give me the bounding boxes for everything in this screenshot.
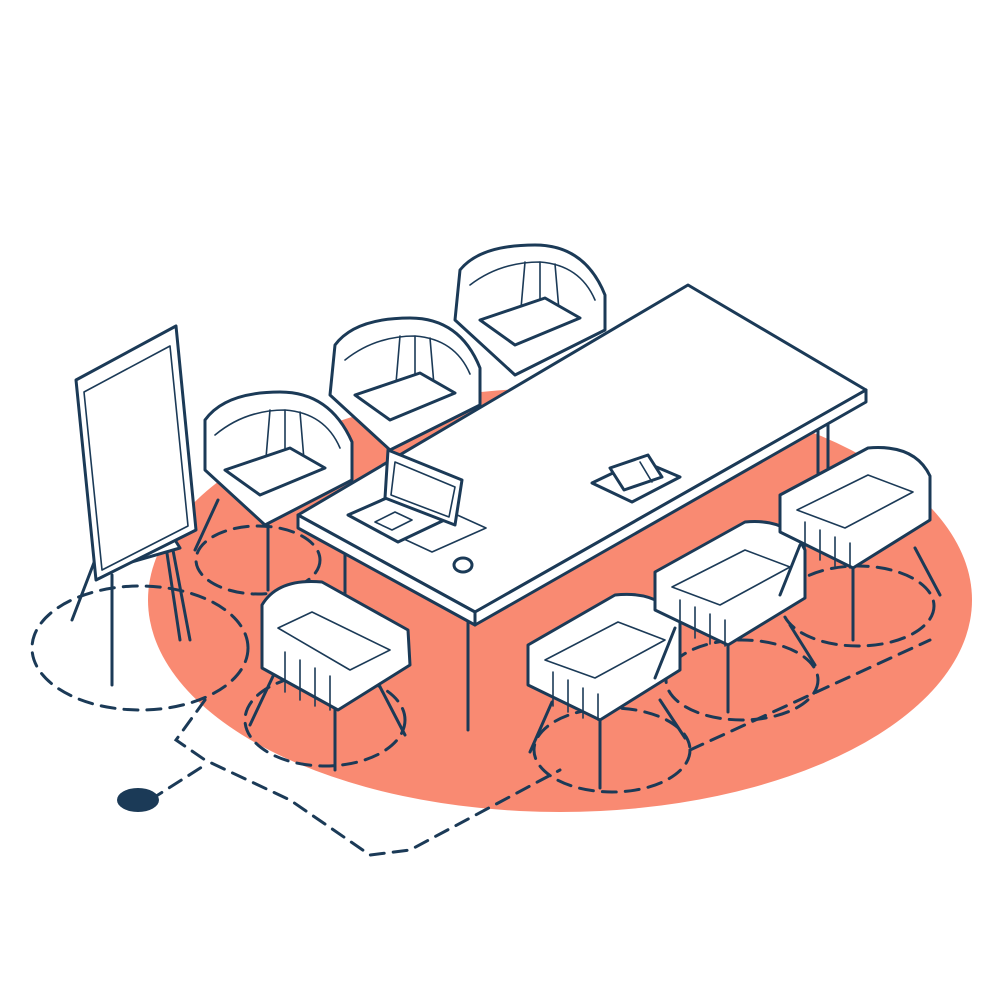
- notebook-icon: [590, 453, 682, 504]
- armchair-icon: [653, 520, 817, 714]
- laptop-icon: [346, 448, 487, 553]
- armchair-icon: [778, 446, 942, 642]
- mouse-icon: [452, 556, 474, 574]
- armchair-icon: [453, 243, 607, 377]
- armchair-icon: [193, 390, 354, 592]
- conference-table-icon: [296, 283, 868, 732]
- flipchart-icon: [70, 324, 198, 687]
- armchair-icon: [328, 316, 482, 452]
- start-dot-icon: [117, 788, 159, 812]
- armchair-icon: [248, 579, 412, 772]
